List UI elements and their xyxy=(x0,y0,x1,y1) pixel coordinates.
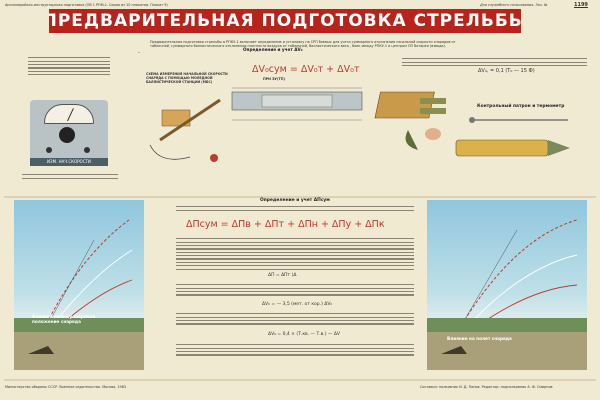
cartridge-label: Контрольный патрон и термометр xyxy=(477,104,565,109)
meter-button xyxy=(84,147,90,153)
ammo-box xyxy=(374,91,446,119)
right-formula: ΔV₀, = 0,1 (T₀ — 15 Ф) xyxy=(478,68,535,74)
left-caption-text xyxy=(22,172,118,181)
center-text-block-2 xyxy=(176,282,414,298)
diagram-label: СХЕМА ИЗМЕРЕНИЯ НАЧАЛЬНОЙ СКОРОСТИ СНАРЯ… xyxy=(146,72,228,85)
footer-left: Министерство обороны СССР. Военное издат… xyxy=(5,385,127,389)
mid-formula-2: ΔV₀ = — 3,5 (мет. от кор.) ΔV₀ xyxy=(262,302,333,307)
bore-label: ПРИ ЗУ(ТП) xyxy=(263,77,285,81)
right-trajectory-panel: Влияние на полет снаряда xyxy=(427,200,587,370)
title-banner: ПРЕДВАРИТЕЛЬНАЯ ПОДГОТОВКА СТРЕЛЬБЫ xyxy=(49,9,521,33)
left-trajectory-panel: Влияние на носу шариков положение снаряд… xyxy=(14,200,144,370)
intro-text: Предварительная подготовка стрельбы в РП… xyxy=(150,40,456,49)
left-caption: Влияние на носу шариков положение снаряд… xyxy=(32,314,96,324)
header-right-note: Для служебного пользования. Экз. № xyxy=(480,3,548,7)
footer-right: Составил: полковник И. Д. Панов. Редакто… xyxy=(420,385,553,389)
serial-number: 1199 xyxy=(574,2,588,8)
center-text-block-4 xyxy=(176,342,414,358)
meter-label: ИЗМ. НАЧ.СКОРОСТИ xyxy=(30,158,108,166)
meter-knob xyxy=(59,127,75,143)
right-text-block xyxy=(402,56,587,68)
left-trajectory-svg xyxy=(14,219,144,370)
right-trajectory-svg xyxy=(427,219,587,370)
p-formula: ΔΠсум = ΔΠв + ΔΠт + ΔΠн + ΔΠу + ΔΠк xyxy=(186,219,385,230)
mid-formula-1: ΔΠ = ΔΠт (Δ xyxy=(268,273,297,278)
p-intro-text xyxy=(176,204,414,213)
v-heading: Определение и учет ΔV₀ xyxy=(243,47,303,52)
p-heading: Определение и учет ΔΠсум xyxy=(260,198,330,203)
thermometer xyxy=(469,117,568,123)
left-text-block xyxy=(28,55,110,77)
right-caption: Влияние на полет снаряда xyxy=(447,336,512,341)
meter-button xyxy=(46,147,52,153)
station-diagram xyxy=(149,98,221,162)
control-cartridge xyxy=(405,128,570,157)
v-formula: ΔV₀сум = ΔV₀т + ΔV₀т xyxy=(252,64,360,75)
center-text-block-1 xyxy=(176,236,414,272)
header-left-note: Артиллерийско-инструкторская подготовка … xyxy=(5,3,168,7)
velocity-meter: ИЗМ. НАЧ.СКОРОСТИ xyxy=(30,100,108,166)
mid-formula-3: ΔV₀ = 0,4 × (Т.кв. — Т.в.) — ΔV xyxy=(268,332,341,337)
barrel-diagram xyxy=(231,87,363,121)
center-text-block-3 xyxy=(176,311,414,327)
